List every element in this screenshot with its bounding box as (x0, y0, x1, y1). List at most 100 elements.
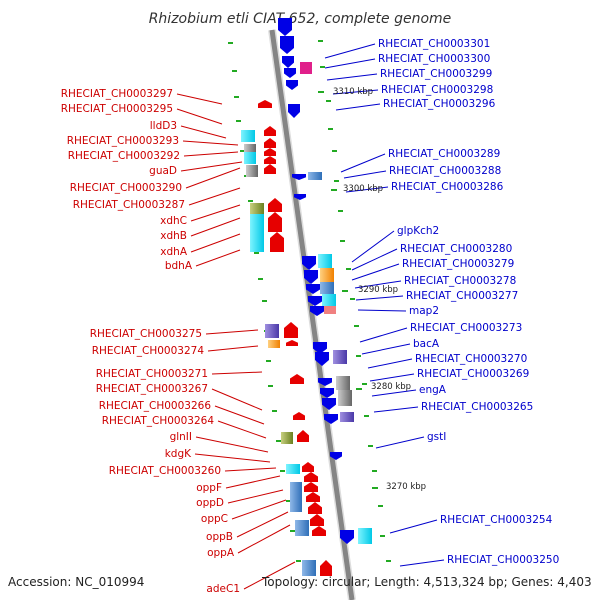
left-gene-label[interactable]: adeC1 (206, 583, 240, 595)
gene-box-blue[interactable] (295, 520, 309, 536)
gene-box-purple[interactable] (340, 412, 354, 422)
forward-gene-arrow[interactable] (308, 502, 322, 514)
left-gene-label[interactable]: RHECIAT_CH0003293 (67, 135, 179, 147)
left-gene-label[interactable]: oppA (207, 547, 235, 559)
left-gene-label[interactable]: RHECIAT_CH0003297 (61, 88, 173, 100)
gene-box-gray[interactable] (338, 390, 352, 406)
right-gene-label[interactable]: RHECIAT_CH0003273 (410, 322, 522, 334)
gene-box-blue[interactable] (308, 172, 322, 180)
reverse-gene-arrow[interactable] (304, 270, 318, 284)
forward-gene-arrow[interactable] (312, 526, 326, 536)
gene-box-cyan[interactable] (250, 214, 264, 252)
reverse-gene-arrow[interactable] (310, 306, 324, 316)
right-gene-label[interactable]: RHECIAT_CH0003265 (421, 401, 533, 413)
gene-box-cyan[interactable] (318, 254, 332, 268)
left-gene-label[interactable]: xdhB (160, 230, 187, 242)
gene-box-blue[interactable] (290, 482, 302, 512)
reverse-gene-arrow[interactable] (308, 296, 322, 306)
right-gene-label[interactable]: engA (419, 384, 447, 396)
gene-box-gray[interactable] (336, 376, 350, 390)
left-gene-label[interactable]: xdhC (160, 215, 187, 227)
left-gene-label[interactable]: RHECIAT_CH0003260 (109, 465, 221, 477)
forward-gene-arrow[interactable] (268, 198, 282, 212)
reverse-gene-arrow[interactable] (313, 342, 327, 354)
gene-box-gray[interactable] (246, 165, 258, 177)
forward-gene-arrow[interactable] (284, 322, 298, 338)
reverse-gene-arrow[interactable] (280, 36, 294, 54)
gene-box-cyan[interactable] (322, 294, 336, 306)
gene-box-purple[interactable] (265, 324, 279, 338)
forward-gene-arrow[interactable] (297, 430, 309, 442)
forward-gene-arrow[interactable] (304, 482, 318, 492)
reverse-gene-arrow[interactable] (294, 194, 306, 200)
gene-box-pink[interactable] (324, 306, 336, 314)
left-gene-label[interactable]: RHECIAT_CH0003267 (96, 383, 208, 395)
reverse-gene-arrow[interactable] (320, 388, 334, 398)
forward-gene-arrow[interactable] (320, 560, 332, 576)
right-gene-label[interactable]: RHECIAT_CH0003279 (402, 258, 514, 270)
right-gene-label[interactable]: RHECIAT_CH0003286 (391, 181, 504, 193)
gene-box-blue[interactable] (302, 560, 316, 576)
forward-gene-arrow[interactable] (290, 374, 304, 384)
right-gene-label[interactable]: RHECIAT_CH0003278 (404, 275, 516, 287)
forward-gene-arrow[interactable] (306, 492, 320, 502)
left-gene-label[interactable]: oppB (206, 531, 233, 543)
right-gene-label[interactable]: map2 (409, 305, 439, 317)
right-gene-label[interactable]: RHECIAT_CH0003280 (400, 243, 512, 255)
right-gene-label[interactable]: RHECIAT_CH0003277 (406, 290, 518, 302)
left-gene-label[interactable]: RHECIAT_CH0003274 (92, 345, 205, 357)
left-gene-label[interactable]: guaD (149, 165, 177, 177)
reverse-gene-arrow[interactable] (340, 530, 354, 544)
left-gene-label[interactable]: bdhA (165, 260, 193, 272)
right-gene-label[interactable]: RHECIAT_CH0003270 (415, 353, 527, 365)
left-gene-label[interactable]: oppF (196, 482, 222, 494)
left-gene-label[interactable]: kdgK (165, 448, 192, 460)
right-gene-label[interactable]: RHECIAT_CH0003296 (383, 98, 496, 110)
left-gene-label[interactable]: oppD (196, 497, 224, 509)
reverse-gene-arrow[interactable] (286, 80, 298, 90)
gene-box-orange[interactable] (268, 340, 280, 348)
forward-gene-arrow[interactable] (302, 462, 314, 472)
reverse-gene-arrow[interactable] (278, 18, 292, 36)
left-gene-label[interactable]: oppC (201, 513, 228, 525)
left-gene-label[interactable]: xdhA (160, 246, 188, 258)
gene-box-olive[interactable] (281, 432, 293, 444)
right-gene-label[interactable]: RHECIAT_CH0003300 (378, 53, 490, 65)
forward-gene-arrow[interactable] (304, 472, 318, 482)
left-gene-label[interactable]: RHECIAT_CH0003266 (99, 400, 212, 412)
gene-box-cyan[interactable] (286, 464, 300, 474)
forward-gene-arrow[interactable] (264, 156, 276, 164)
left-gene-label[interactable]: RHECIAT_CH0003264 (102, 415, 215, 427)
right-gene-label[interactable]: RHECIAT_CH0003288 (389, 165, 501, 177)
gene-box-orange[interactable] (320, 268, 334, 282)
forward-gene-arrow[interactable] (293, 412, 305, 420)
forward-gene-arrow[interactable] (264, 138, 276, 148)
forward-gene-arrow[interactable] (264, 126, 276, 136)
gene-box-blue[interactable] (320, 282, 334, 294)
gene-box-magenta[interactable] (300, 62, 312, 74)
forward-gene-arrow[interactable] (270, 232, 284, 252)
forward-gene-arrow[interactable] (264, 164, 276, 174)
right-gene-label[interactable]: RHECIAT_CH0003289 (388, 148, 500, 160)
forward-gene-arrow[interactable] (264, 148, 276, 156)
left-gene-label[interactable]: RHECIAT_CH0003271 (96, 368, 208, 380)
gene-box-purple[interactable] (333, 350, 347, 364)
right-gene-label[interactable]: glpKch2 (397, 225, 439, 237)
right-gene-label[interactable]: RHECIAT_CH0003301 (378, 38, 490, 50)
forward-gene-arrow[interactable] (286, 340, 298, 346)
left-gene-label[interactable]: RHECIAT_CH0003287 (73, 199, 185, 211)
gene-box-gray[interactable] (244, 144, 256, 154)
reverse-gene-arrow[interactable] (292, 174, 306, 180)
left-gene-label[interactable]: RHECIAT_CH0003290 (70, 182, 182, 194)
reverse-gene-arrow[interactable] (322, 398, 336, 410)
gene-box-cyan[interactable] (358, 528, 372, 544)
left-gene-label[interactable]: RHECIAT_CH0003275 (90, 328, 202, 340)
reverse-gene-arrow[interactable] (302, 256, 316, 270)
reverse-gene-arrow[interactable] (324, 414, 338, 424)
right-gene-label[interactable]: RHECIAT_CH0003254 (440, 514, 553, 526)
left-gene-label[interactable]: glnII (170, 431, 192, 443)
reverse-gene-arrow[interactable] (306, 284, 320, 294)
forward-gene-arrow[interactable] (268, 212, 282, 232)
left-gene-label[interactable]: RHECIAT_CH0003292 (68, 150, 180, 162)
right-gene-label[interactable]: bacA (413, 338, 440, 350)
